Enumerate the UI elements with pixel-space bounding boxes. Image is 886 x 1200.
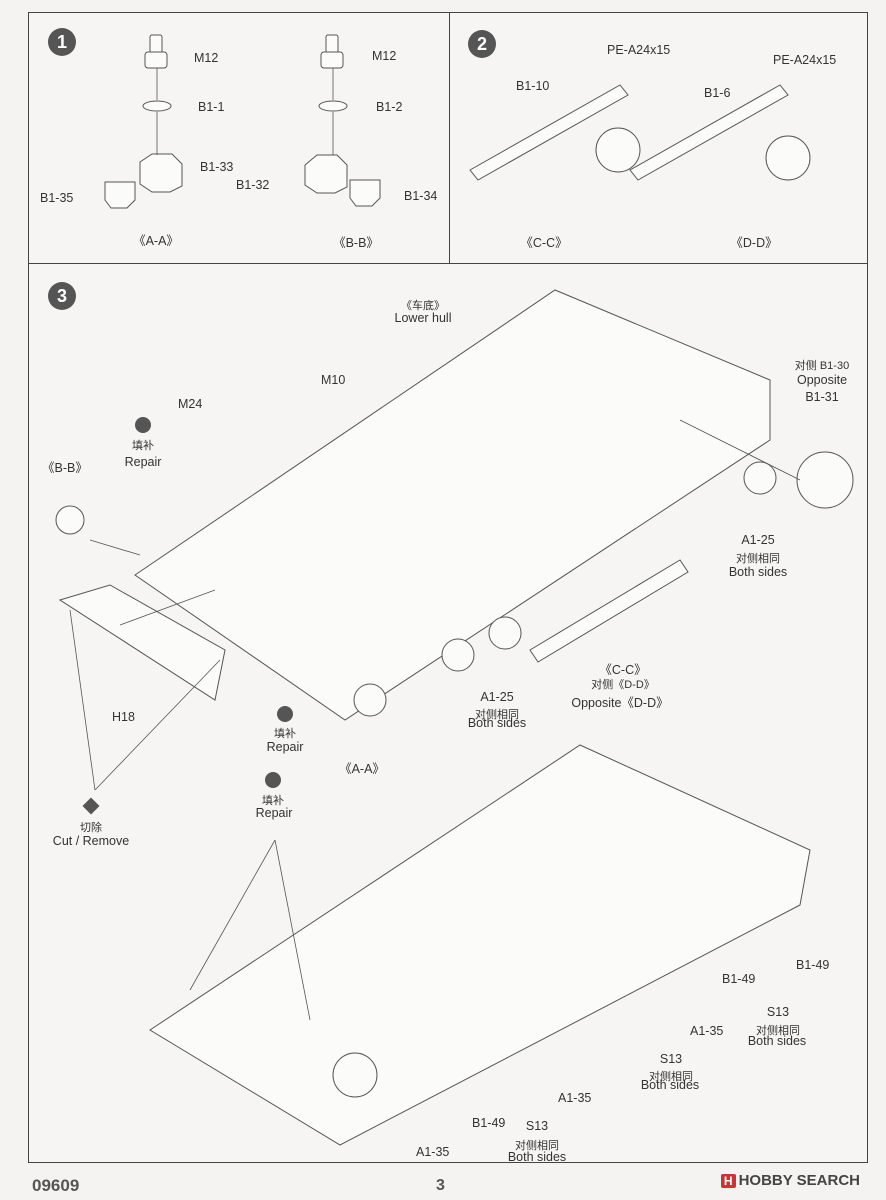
lower-hull-lower bbox=[149, 744, 811, 1146]
label-both-cn-c2: 对侧相同 bbox=[515, 1140, 559, 1152]
label-b1-35: B1-35 bbox=[40, 191, 74, 205]
a1-25-center bbox=[488, 616, 522, 650]
label-section-c: 《C-C》 bbox=[520, 236, 568, 250]
b1-31-idler bbox=[796, 451, 854, 509]
label-both-right: Both sides bbox=[728, 565, 788, 579]
label-b1-49-a: B1-49 bbox=[796, 958, 830, 972]
label-b1-31: B1-31 bbox=[805, 390, 839, 404]
label-lower-hull-cn: 《车底》 bbox=[401, 300, 445, 312]
label-a1-35-c: A1-35 bbox=[416, 1145, 450, 1159]
label-both-cn-center: 对侧相同 bbox=[475, 709, 519, 721]
label-b1-2: B1-2 bbox=[376, 100, 403, 114]
label-repair-cn-2: 填补 bbox=[274, 728, 296, 740]
label-a1-35-b: A1-35 bbox=[558, 1091, 592, 1105]
repair-icon-1 bbox=[135, 417, 151, 433]
wheel-c bbox=[595, 127, 641, 173]
b1-10-strip bbox=[469, 84, 629, 181]
label-opposite-cn: 对侧 B1-30 bbox=[794, 360, 850, 372]
label-b1-10: B1-10 bbox=[516, 79, 550, 93]
label-h18: H18 bbox=[112, 710, 135, 724]
label-repair-3: Repair bbox=[255, 806, 293, 820]
label-both-c2: Both sides bbox=[507, 1150, 567, 1164]
label-both-cn-right: 对侧相同 bbox=[736, 553, 780, 565]
label-cc: 《C-C》 bbox=[599, 663, 647, 677]
label-a1-25-center: A1-25 bbox=[480, 690, 514, 704]
label-b1-34: B1-34 bbox=[404, 189, 438, 203]
watermark-text: HOBBY SEARCH bbox=[738, 1172, 860, 1189]
b1-6-strip bbox=[629, 84, 789, 181]
label-s13-b: S13 bbox=[659, 1052, 683, 1066]
label-both-a: Both sides bbox=[747, 1034, 807, 1048]
repair-icon-2 bbox=[277, 706, 293, 722]
step-number-3: 3 bbox=[48, 282, 76, 310]
b1-33-bracket bbox=[139, 153, 183, 193]
label-a1-35-a: A1-35 bbox=[690, 1024, 724, 1038]
label-repair-2: Repair bbox=[266, 740, 304, 754]
bb-part bbox=[55, 505, 85, 535]
cc-strip bbox=[529, 559, 689, 663]
label-b1-33: B1-33 bbox=[200, 160, 234, 174]
h18-plate bbox=[58, 584, 226, 701]
label-m12-b: M12 bbox=[372, 49, 397, 63]
m12-bolt-b bbox=[325, 34, 339, 54]
label-dd: Opposite《D-D》 bbox=[571, 696, 669, 710]
b1-34-clip bbox=[349, 179, 381, 207]
aa-part bbox=[353, 683, 387, 717]
label-cut-cn: 切除 bbox=[80, 822, 102, 834]
label-both-center: Both sides bbox=[467, 716, 527, 730]
watermark-logo-mark: H bbox=[720, 1174, 736, 1188]
label-repair-1: Repair bbox=[124, 455, 162, 469]
label-pe-b: PE-A24x15 bbox=[773, 53, 837, 67]
label-s13-c: S13 bbox=[525, 1119, 549, 1133]
label-section-d: 《D-D》 bbox=[730, 236, 778, 250]
label-s13-a: S13 bbox=[766, 1005, 790, 1019]
m12-bolt-a bbox=[149, 34, 163, 54]
label-b1-49-c: B1-49 bbox=[472, 1116, 506, 1130]
label-aa: 《A-A》 bbox=[339, 762, 385, 776]
label-lower-hull: Lower hull bbox=[394, 311, 452, 325]
wheel-d bbox=[765, 135, 811, 181]
label-m12-a: M12 bbox=[194, 51, 219, 65]
idler-lower bbox=[332, 1052, 378, 1098]
label-opposite: Opposite bbox=[796, 373, 848, 387]
step-number-2: 2 bbox=[468, 30, 496, 58]
label-dd-cn: 对侧《D-D》 bbox=[591, 679, 655, 691]
label-repair-cn-1: 填补 bbox=[132, 440, 154, 452]
label-pe-a: PE-A24x15 bbox=[607, 43, 671, 57]
label-m24: M24 bbox=[178, 397, 203, 411]
lower-hull-upper bbox=[134, 289, 771, 721]
label-b1-1: B1-1 bbox=[198, 100, 225, 114]
label-b1-49-b: B1-49 bbox=[722, 972, 756, 986]
label-both-b: Both sides bbox=[640, 1078, 700, 1092]
label-m10: M10 bbox=[321, 373, 346, 387]
m12-body-a bbox=[144, 51, 168, 69]
m12-body-b bbox=[320, 51, 344, 69]
label-both-cn-b: 对侧相同 bbox=[649, 1071, 693, 1083]
step-number-1: 1 bbox=[48, 28, 76, 56]
label-both-cn-a: 对侧相同 bbox=[756, 1025, 800, 1037]
a1-25-center-b bbox=[441, 638, 475, 672]
label-b1-6: B1-6 bbox=[704, 86, 731, 100]
b1-32-bracket bbox=[304, 154, 348, 194]
label-repair-cn-3: 填补 bbox=[262, 795, 284, 807]
label-bb: 《B-B》 bbox=[42, 461, 88, 475]
repair-icon-3 bbox=[265, 772, 281, 788]
product-code: 09609 bbox=[32, 1176, 80, 1195]
b1-1-washer bbox=[142, 100, 172, 112]
label-b1-32: B1-32 bbox=[236, 178, 270, 192]
label-a1-25-right: A1-25 bbox=[741, 533, 775, 547]
label-cut: Cut / Remove bbox=[52, 834, 130, 848]
b1-2-washer bbox=[318, 100, 348, 112]
label-section-b: 《B-B》 bbox=[333, 236, 379, 250]
page-number: 3 bbox=[436, 1177, 445, 1194]
b1-35-clip bbox=[104, 181, 136, 209]
step1-panel bbox=[28, 12, 451, 265]
label-section-a: 《A-A》 bbox=[133, 234, 179, 248]
a1-25-right bbox=[743, 461, 777, 495]
